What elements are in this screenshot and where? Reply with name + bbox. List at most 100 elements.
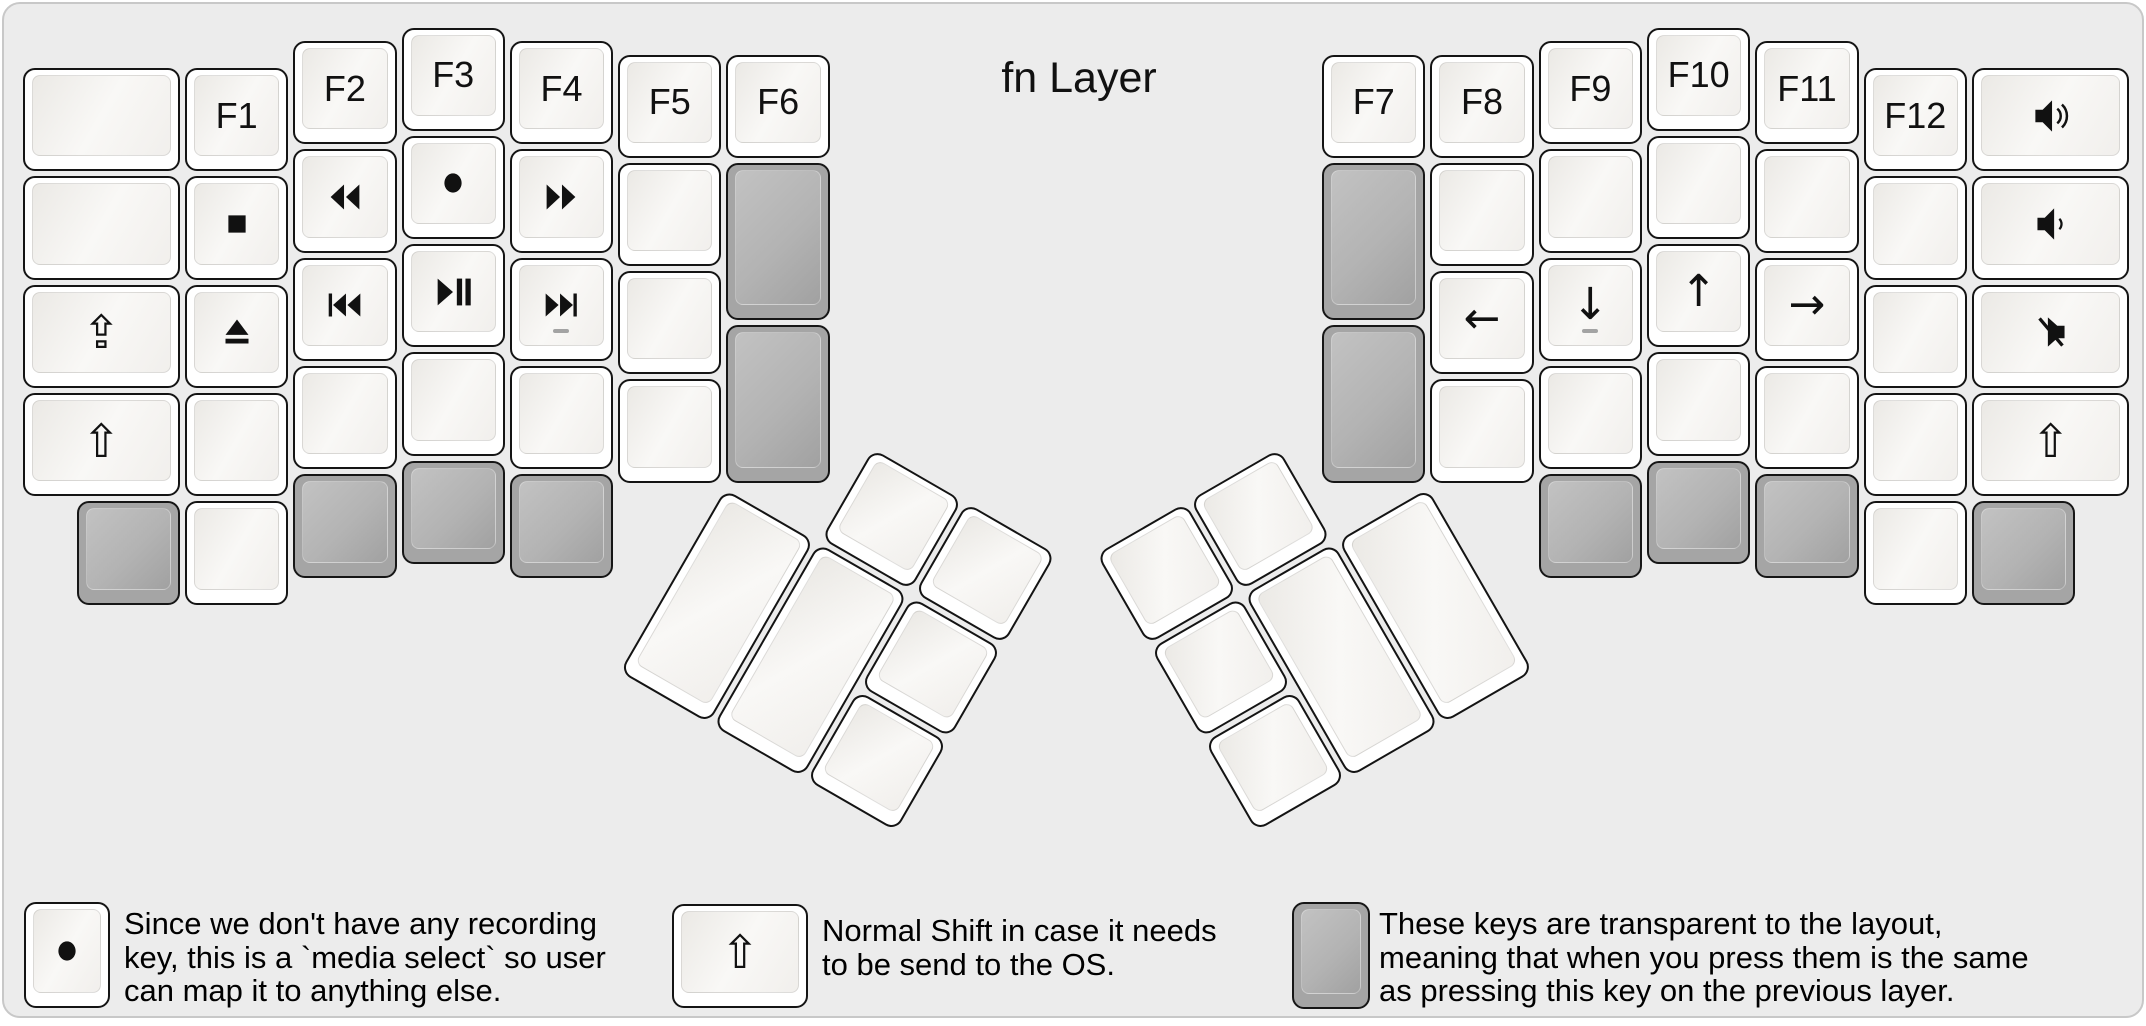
key-f10[interactable]: F10 <box>1647 27 1751 131</box>
key-blank[interactable] <box>1863 501 1967 605</box>
key-f12[interactable]: F12 <box>1863 68 1967 172</box>
key-transparent[interactable] <box>1755 474 1859 578</box>
key-blank[interactable] <box>618 162 722 267</box>
key-fast-forward[interactable] <box>509 149 614 253</box>
key-transparent[interactable] <box>1322 325 1426 483</box>
key-volume-mute[interactable] <box>1971 284 2130 388</box>
key-blank[interactable] <box>1538 149 1642 253</box>
key-blank[interactable] <box>401 352 505 456</box>
key-blank[interactable] <box>184 393 289 497</box>
key-f7[interactable]: F7 <box>1322 54 1426 158</box>
key-transparent[interactable] <box>76 501 180 605</box>
key-f9[interactable]: F9 <box>1538 41 1642 145</box>
volume-up-icon <box>2026 91 2076 141</box>
key-f11[interactable]: F11 <box>1755 41 1859 145</box>
arrow-right-icon: → <box>1788 279 1826 331</box>
key-transparent[interactable] <box>293 474 397 578</box>
keycap-face <box>627 386 713 468</box>
key-blank[interactable] <box>1647 352 1751 456</box>
key-blank[interactable] <box>618 379 722 483</box>
key-arrow-left[interactable]: ← <box>1430 271 1534 375</box>
key-f4[interactable]: F4 <box>509 41 614 145</box>
key-blank[interactable] <box>1430 162 1534 267</box>
arrow-down-icon: ↓ <box>1571 279 1609 331</box>
key-blank[interactable] <box>1863 176 1967 280</box>
volume-down-icon <box>2026 199 2076 249</box>
key-blank[interactable] <box>1647 135 1751 240</box>
key-stop[interactable] <box>184 176 289 280</box>
keycap-face: F12 <box>1872 75 1958 157</box>
key-transparent[interactable] <box>726 325 830 483</box>
key-label-f11: F11 <box>1777 67 1837 109</box>
prev-track-icon <box>322 282 368 328</box>
key-arrow-right[interactable]: → <box>1755 257 1859 361</box>
legend-text-line: as pressing this key on the previous lay… <box>1379 973 1955 1008</box>
keycap-face: F10 <box>1656 34 1742 116</box>
key-blank[interactable] <box>618 271 722 375</box>
keycap-face <box>193 400 280 482</box>
key-arrow-down[interactable]: ↓ <box>1538 257 1642 361</box>
key-blank[interactable] <box>184 501 289 605</box>
key-blank[interactable] <box>293 365 397 470</box>
key-volume-up[interactable] <box>1971 68 2130 172</box>
keycap-face <box>85 508 171 590</box>
key-caps-lock[interactable]: ⇪ <box>22 284 180 388</box>
legend-text-transparent-note: These keys are transparent to the layout… <box>1379 907 2029 1008</box>
key-transparent[interactable] <box>726 162 830 321</box>
key-volume-down[interactable] <box>1971 176 2130 280</box>
key-f8[interactable]: F8 <box>1430 54 1534 158</box>
key-transparent[interactable] <box>509 474 614 578</box>
key-blank[interactable] <box>22 176 180 280</box>
key-blank[interactable] <box>509 365 614 470</box>
legend-sample-key-media-select-note <box>24 902 110 1008</box>
key-arrow-up[interactable]: ↑ <box>1647 244 1751 348</box>
key-media-select-record[interactable] <box>401 135 505 240</box>
key-label-f6: F6 <box>757 81 800 123</box>
key-blank[interactable] <box>1863 284 1967 388</box>
key-shift[interactable]: ⇧ <box>1971 393 2130 497</box>
keycap-face <box>1764 156 1850 238</box>
keycap-face: ↑ <box>1656 251 1742 333</box>
keycap-face: → <box>1764 264 1850 346</box>
key-label-f10: F10 <box>1667 54 1730 96</box>
rewind-icon <box>322 174 368 220</box>
layer-title: fn Layer <box>1001 54 1157 102</box>
keycap-face <box>1331 332 1417 468</box>
key-f5[interactable]: F5 <box>618 54 722 158</box>
key-prev-track[interactable] <box>293 257 397 361</box>
key-transparent[interactable] <box>1647 460 1751 564</box>
key-transparent[interactable] <box>1538 474 1642 578</box>
arrow-up-icon: ↑ <box>1680 265 1718 317</box>
keycap-face <box>1547 481 1633 563</box>
key-next-track[interactable] <box>509 257 614 361</box>
key-f1[interactable]: F1 <box>184 68 289 172</box>
keycap-face <box>1764 481 1850 563</box>
key-eject[interactable] <box>184 284 289 388</box>
key-blank[interactable] <box>22 68 180 172</box>
key-f3[interactable]: F3 <box>401 27 505 131</box>
key-label-f8: F8 <box>1461 81 1504 123</box>
key-blank[interactable] <box>1863 393 1967 497</box>
key-f6[interactable]: F6 <box>726 54 830 158</box>
keycap-face <box>1656 142 1742 225</box>
caps-lock-icon: ⇪ <box>81 305 121 360</box>
volume-mute-icon <box>2026 307 2076 357</box>
key-blank[interactable] <box>1755 149 1859 253</box>
key-rewind[interactable] <box>293 149 397 253</box>
key-shift[interactable]: ⇧ <box>22 393 180 497</box>
key-blank[interactable] <box>1430 379 1534 483</box>
keycap-face: F6 <box>735 61 821 143</box>
key-transparent[interactable] <box>1971 501 2076 605</box>
key-transparent[interactable] <box>401 460 505 564</box>
key-blank[interactable] <box>1755 365 1859 470</box>
key-blank[interactable] <box>1538 365 1642 470</box>
legend-text-line: Normal Shift in case it needs <box>822 913 1217 948</box>
keycap-face <box>193 183 280 265</box>
keycap-face: F2 <box>302 48 388 130</box>
key-f2[interactable]: F2 <box>293 41 397 145</box>
keycap-face <box>518 264 605 346</box>
keycap-face: ← <box>1439 278 1525 360</box>
key-play-pause[interactable] <box>401 244 505 348</box>
key-label-f2: F2 <box>323 67 366 109</box>
key-transparent[interactable] <box>1322 162 1426 321</box>
